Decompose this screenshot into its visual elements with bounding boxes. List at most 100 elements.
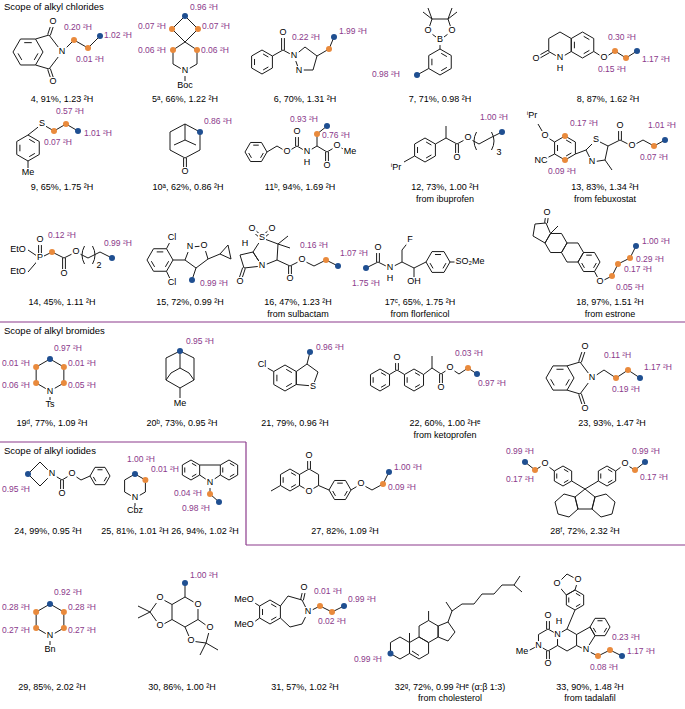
atom-label: N [303, 147, 312, 157]
atom-label: S [38, 119, 46, 129]
deuterium-dot [169, 26, 175, 32]
deuterium-dot [85, 45, 91, 51]
bracket [474, 132, 477, 150]
deuterium-dot [651, 143, 657, 149]
atom-label: S [309, 382, 317, 392]
atom-label: O [48, 77, 57, 87]
deuterium-value: 0.28 ²H [68, 603, 96, 612]
atom-label: O [59, 269, 68, 279]
aromatic-bond [407, 377, 408, 383]
deuterium-value: 0.07 ²H [138, 22, 166, 31]
aromatic-bond [608, 469, 612, 472]
aromatic-bond [600, 473, 601, 478]
source-note: from ibuprofen [416, 195, 474, 205]
atom-label: EtO [9, 267, 27, 277]
atom-label: O [595, 277, 604, 287]
aromatic-bond [165, 261, 168, 267]
source-note: from estrone [585, 310, 636, 320]
deuterium-dot [609, 273, 615, 279]
aromatic-bond [604, 628, 607, 632]
aromatic-bond [230, 463, 234, 466]
bracket [82, 246, 85, 264]
bond-line [28, 124, 78, 135]
atom-label: O [423, 26, 432, 36]
ring-bond [404, 369, 423, 391]
atom-label: O [292, 127, 301, 137]
deuterium-value: 0.06 ²H [2, 381, 30, 390]
section-divider [0, 321, 685, 322]
deuterium-dot [33, 609, 39, 615]
deuterium-dot [182, 13, 188, 19]
section-heading: Scope of alkyl iodides [4, 446, 96, 456]
deuterium-value: 0.98 ²H [372, 70, 400, 79]
aromatic-bond [286, 369, 292, 372]
aromatic-bond [262, 609, 263, 615]
compound-caption: 13, 83%, 1.34 ²H [571, 183, 639, 193]
atom-label: H [303, 158, 312, 168]
atom-label: N [556, 53, 565, 63]
deuterium-dot [189, 277, 195, 283]
aromatic-bond [608, 480, 612, 483]
deuterium-dot [562, 157, 568, 163]
aromatic-bond [435, 254, 441, 255]
atom-label: OH [406, 277, 422, 287]
compound-caption: 6, 70%, 1.31 ²H [274, 95, 337, 105]
aromatic-bond [192, 474, 196, 477]
atom-label: N [258, 261, 267, 271]
ring-bond [17, 135, 40, 161]
deuterium-dot [71, 37, 77, 43]
aromatic-bond [93, 477, 96, 481]
aromatic-bond [551, 379, 555, 385]
bracket [492, 132, 495, 150]
bond-line [166, 373, 171, 380]
aromatic-bond [222, 467, 223, 472]
atom-label: NC [534, 156, 549, 166]
atom-label: O [620, 459, 629, 469]
deuterium-value: 0.06 ²H [201, 46, 229, 55]
atom-label: O [155, 621, 164, 631]
atom-label: O [543, 659, 552, 669]
deuterium-value: 0.30 ²H [608, 33, 636, 42]
atom-label: N [588, 157, 597, 167]
compound-caption: 4, 91%, 1.23 ²H [31, 95, 94, 105]
deuterium-value: 0.07 ²H [202, 22, 230, 31]
deuterium-dot [33, 364, 39, 370]
aromatic-bond [441, 53, 447, 56]
bond-line [220, 245, 231, 259]
aromatic-bond [29, 153, 35, 156]
atom-label: B [436, 35, 444, 45]
source-note: from florfenicol [390, 310, 449, 320]
atom-label: O [71, 247, 80, 257]
deuterium-dot [335, 263, 341, 269]
deuterium-value: 0.23 ²H [612, 633, 640, 642]
deuterium-value: 0.95 ²H [2, 485, 30, 494]
deuterium-dot [388, 651, 394, 657]
deuterium-value: 0.86 ²H [204, 117, 232, 126]
deuterium-value: 1.02 ²H [104, 31, 132, 40]
deuterium-dot [326, 46, 332, 52]
bond-line [319, 486, 329, 491]
deuterium-dot [615, 261, 621, 267]
atom-label: O [531, 54, 540, 64]
deuterium-dot [637, 375, 643, 381]
bond-line [200, 465, 221, 466]
deuterium-dot [33, 380, 39, 386]
atom-label: O [282, 147, 291, 157]
deuterium-value: 0.15 ²H [598, 65, 626, 74]
atom-label: MeO [233, 595, 255, 605]
aromatic-bond [574, 42, 575, 49]
deuterium-value: 0.22 ²H [292, 33, 320, 42]
bond-line [173, 260, 185, 261]
aromatic-bond [18, 53, 22, 60]
atom-label: N [588, 373, 597, 383]
atom-label: H [555, 617, 564, 627]
aromatic-bond [584, 50, 590, 53]
double-bond [281, 38, 282, 50]
compound-caption: 23, 93%, 1.47 ²H [578, 419, 646, 429]
ring-bond [90, 467, 110, 484]
bond-line [208, 254, 220, 259]
bond-line [428, 611, 429, 621]
bond-line [28, 161, 29, 168]
deuterium-dot [25, 471, 31, 477]
compound-caption: 10ᵃ, 62%, 0.86 ²H [153, 183, 224, 193]
